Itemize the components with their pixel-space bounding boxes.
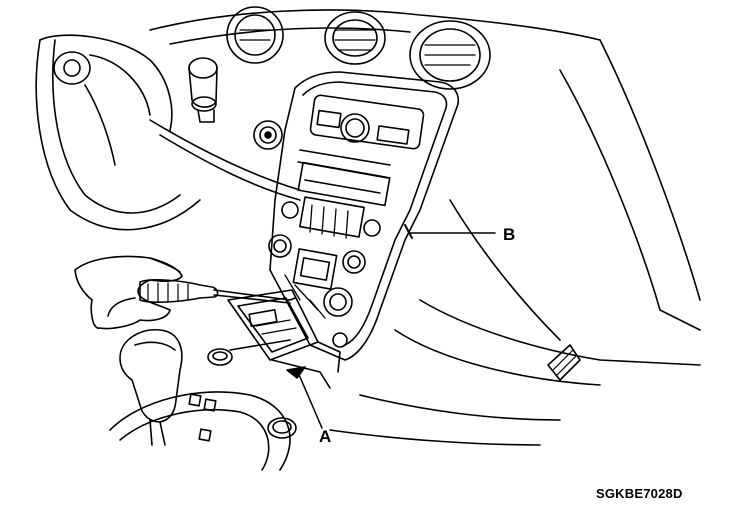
callout-leaders [286, 232, 496, 429]
side-vent [547, 344, 581, 381]
screwdriver-icon [139, 279, 296, 304]
arrowhead-a [286, 366, 306, 379]
hand-icon [74, 255, 183, 330]
center-fascia-panel [268, 71, 460, 361]
dashboard-outline [149, 9, 701, 446]
callout-b: B [503, 225, 516, 244]
callout-a: A [319, 427, 332, 446]
gear-shift-icon [109, 329, 291, 471]
glove-tray-icon [227, 289, 341, 389]
gauge-cluster [226, 6, 491, 90]
console-buttons [207, 339, 297, 439]
leader-line-a [296, 369, 323, 429]
ignition-switch [253, 120, 283, 150]
steering-wheel-icon [35, 34, 201, 231]
figure-code: SGKBE7028D [596, 486, 683, 501]
ignition-knob [188, 57, 218, 123]
